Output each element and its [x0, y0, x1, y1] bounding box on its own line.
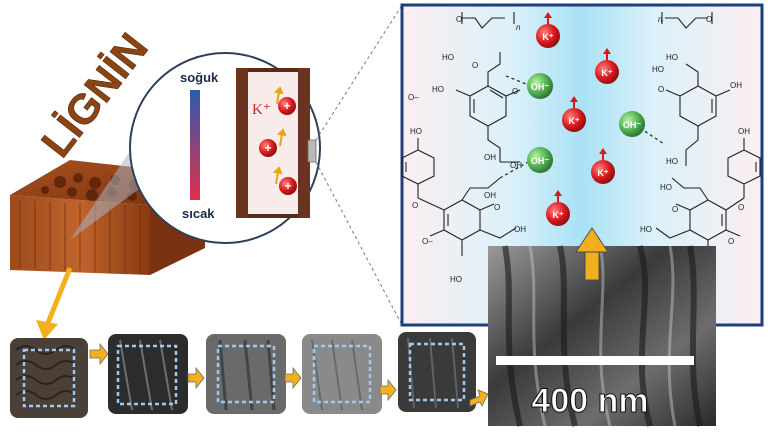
lignin-labels-right: n O HO HO OH O OH HO HO O O O HO [640, 15, 750, 246]
svg-text:K⁺: K⁺ [568, 116, 579, 126]
svg-text:OH⁻: OH⁻ [531, 82, 550, 92]
svg-text:+: + [283, 99, 290, 113]
hydroxide-ion: OH⁻ [527, 147, 553, 173]
svg-text:HO: HO [666, 53, 678, 62]
svg-text:OH: OH [730, 81, 742, 90]
svg-text:O: O [472, 61, 478, 70]
channel-ion: + [278, 97, 296, 115]
svg-text:OH: OH [484, 153, 496, 162]
svg-text:HO: HO [432, 85, 444, 94]
process-arrows [89, 342, 489, 407]
temperature-gradient-bar [190, 90, 200, 200]
svg-text:HO: HO [652, 65, 664, 74]
potassium-ion: K⁺ [536, 12, 560, 48]
down-arrow [36, 267, 73, 340]
svg-text:K⁺: K⁺ [542, 32, 553, 42]
svg-text:+: + [264, 141, 271, 155]
channel-ion: + [259, 139, 277, 157]
sem-thumbnail [10, 338, 88, 418]
lignin-structure-left [401, 12, 521, 256]
hot-label: sıcak [182, 206, 215, 221]
hydrogen-bonds [499, 75, 665, 179]
svg-text:HO: HO [410, 127, 422, 136]
ion-motion-arrows [272, 86, 287, 185]
svg-text:OH: OH [514, 225, 526, 234]
sem-image-large: 400 nm [488, 245, 716, 427]
scale-label: 400 nm [531, 382, 648, 420]
panel-ions: K⁺ K⁺ K⁺ K⁺ K⁺ OH⁻ OH⁻ OH⁻ [527, 12, 645, 226]
sem-thumbnail [108, 334, 188, 414]
svg-text:O: O [456, 15, 462, 24]
nanochannel [236, 68, 317, 218]
svg-text:O: O [706, 15, 712, 24]
lignin-labels-left: O n HO O HO O– O HO O OH OH OH O O– HO O… [408, 15, 526, 284]
channel-ion-label: K⁺ [252, 102, 271, 118]
zoom-circle: soğuk sıcak K⁺ + + + [129, 52, 321, 244]
svg-text:+: + [284, 179, 291, 193]
sem-thumbnail [302, 334, 382, 414]
svg-text:n: n [516, 23, 521, 32]
svg-text:OH⁻: OH⁻ [623, 120, 642, 130]
potassium-ion: K⁺ [595, 48, 619, 84]
svg-text:O: O [672, 205, 678, 214]
channel-ion: + [279, 177, 297, 195]
hydroxide-ion: OH⁻ [619, 111, 645, 137]
svg-text:OH⁻: OH⁻ [531, 156, 550, 166]
svg-text:n: n [658, 15, 663, 24]
lignin-structure-right [655, 12, 761, 256]
svg-text:O: O [494, 203, 500, 212]
svg-text:HO: HO [660, 183, 672, 192]
svg-text:O–: O– [422, 237, 433, 246]
sem-thumbnail [398, 332, 476, 412]
svg-text:HO: HO [442, 53, 454, 62]
upward-arrow [575, 227, 609, 281]
sem-thumbnail [206, 334, 286, 414]
potassium-ion: K⁺ [591, 148, 615, 184]
svg-text:OH: OH [510, 161, 522, 170]
svg-text:K⁺: K⁺ [552, 210, 563, 220]
svg-text:O: O [728, 237, 734, 246]
svg-text:O: O [512, 87, 518, 96]
svg-text:HO: HO [666, 157, 678, 166]
zoom-lines [315, 4, 403, 326]
svg-text:HO: HO [640, 225, 652, 234]
potassium-ion: K⁺ [546, 190, 570, 226]
svg-text:O–: O– [408, 93, 419, 102]
svg-text:O: O [738, 203, 744, 212]
svg-text:OH: OH [484, 191, 496, 200]
svg-text:K⁺: K⁺ [601, 68, 612, 78]
potassium-ion: K⁺ [562, 96, 586, 132]
svg-text:O: O [658, 85, 664, 94]
svg-text:O: O [412, 201, 418, 210]
hydroxide-ion: OH⁻ [527, 73, 553, 99]
cold-label: soğuk [180, 70, 219, 85]
svg-text:K⁺: K⁺ [597, 168, 608, 178]
scale-bar [496, 356, 694, 365]
svg-text:HO: HO [450, 275, 462, 284]
svg-text:OH: OH [738, 127, 750, 136]
